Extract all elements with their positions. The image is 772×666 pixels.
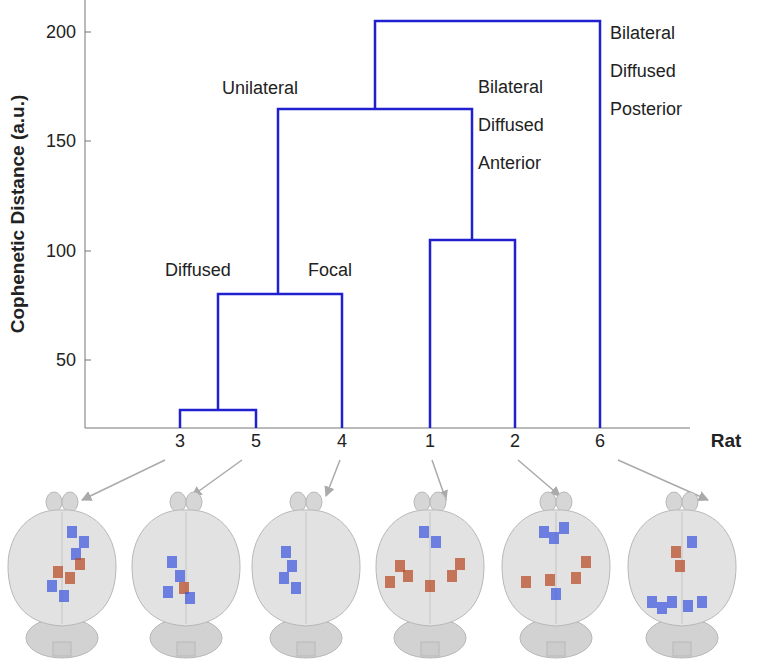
cluster-label: Unilateral	[222, 77, 298, 99]
tick-label: 150	[46, 130, 76, 152]
tick-label: 50	[56, 349, 76, 371]
tick-label: 200	[46, 21, 76, 43]
dendrogram-branches	[180, 21, 600, 428]
brain	[8, 492, 116, 658]
cluster-label: Focal	[308, 259, 352, 281]
brain	[132, 492, 240, 658]
axis-label: Rat	[711, 430, 742, 452]
rat-number: 6	[595, 430, 605, 452]
rat-number: 5	[251, 430, 261, 452]
brain	[502, 492, 610, 658]
rat-number: 2	[510, 430, 520, 452]
axis-title: Cophenetic Distance (a.u.)	[7, 95, 29, 334]
rat-number: 1	[425, 430, 435, 452]
brain	[376, 492, 484, 658]
cluster-label: Bilateral Diffused Anterior	[478, 68, 544, 182]
tick-label: 100	[46, 240, 76, 262]
rat-number: 4	[337, 430, 347, 452]
brain	[628, 492, 736, 658]
brain	[252, 492, 360, 658]
brain-images	[8, 492, 736, 658]
axes	[85, 0, 690, 428]
rat-number: 3	[175, 430, 185, 452]
cluster-label: Diffused	[165, 259, 231, 281]
cluster-label: Bilateral Diffused Posterior	[610, 14, 682, 128]
